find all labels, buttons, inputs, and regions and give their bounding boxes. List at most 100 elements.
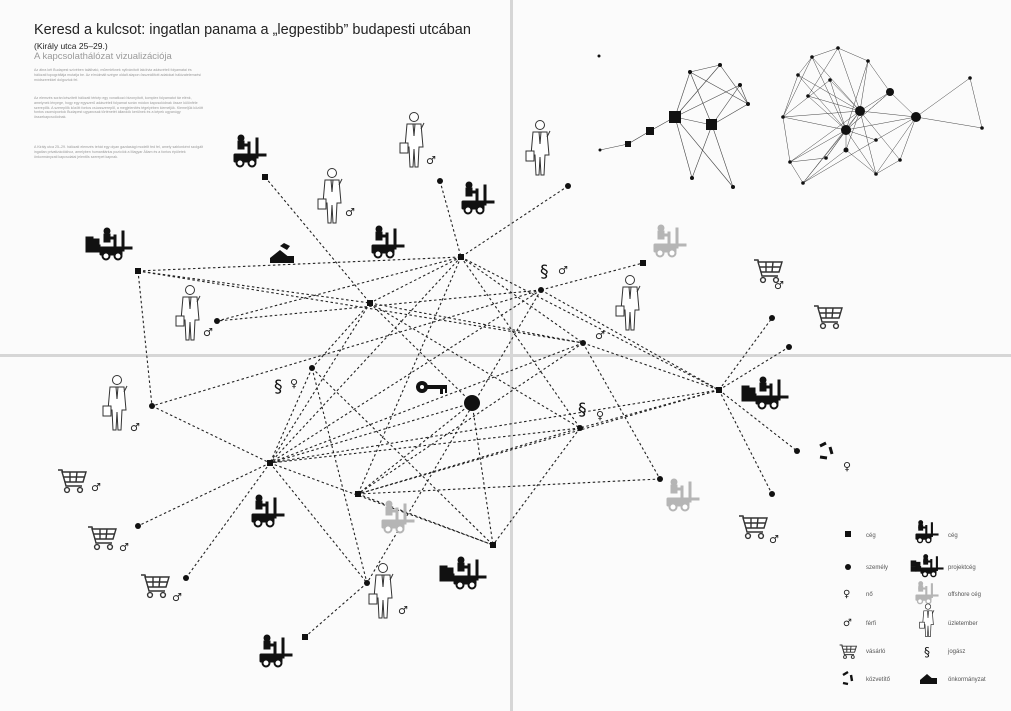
company-node	[135, 268, 141, 274]
legend-label: cég	[948, 533, 958, 539]
company-node	[490, 542, 496, 548]
mini-network-2-nodes	[781, 46, 984, 185]
legend-section-icon: §	[924, 645, 930, 659]
boxes-icon	[741, 385, 757, 402]
forklift-icon	[653, 224, 687, 258]
building-icon	[270, 243, 294, 263]
network-edges	[137, 176, 798, 638]
company-node	[302, 634, 308, 640]
mini-network-2	[782, 47, 983, 184]
legend-person-circle-icon	[845, 564, 851, 570]
forklift-icon	[99, 227, 133, 261]
person-node	[309, 365, 315, 371]
male-icon: ♂	[119, 541, 129, 554]
legend-label: projektcég	[948, 565, 976, 571]
person-node	[149, 403, 155, 409]
female-icon: ♀	[843, 460, 851, 473]
male-icon: ♂	[91, 481, 101, 494]
legend: cég cég személy projektcég ♀ nő offshore…	[839, 519, 986, 686]
legend-label: nő	[866, 592, 873, 598]
company-node	[458, 254, 464, 260]
legend-businessman-icon	[919, 603, 935, 637]
male-icon: ♂	[345, 206, 355, 219]
boxes-icon	[439, 565, 455, 582]
company-node	[267, 460, 273, 466]
section-icon: §	[578, 400, 587, 420]
person-node	[657, 476, 663, 482]
male-icon: ♂	[558, 264, 568, 277]
legend-recycle-icon	[842, 670, 854, 686]
person-node	[437, 178, 443, 184]
person-node	[538, 287, 544, 293]
male-icon: ♂	[774, 279, 784, 292]
company-node	[262, 174, 268, 180]
key-person-node	[464, 395, 480, 411]
forklift-icon	[381, 500, 415, 534]
legend-company-square-icon	[845, 531, 851, 537]
male-icon: ♂	[172, 591, 182, 604]
company-node	[367, 300, 373, 306]
forklift-icon	[755, 376, 789, 410]
legend-label: vásárló	[866, 649, 886, 655]
legend-building-icon	[920, 674, 937, 684]
person-node	[769, 315, 775, 321]
male-icon: ♂	[769, 533, 779, 546]
forklift-icons	[233, 134, 495, 668]
company-node	[355, 491, 361, 497]
legend-male-icon: ♂	[843, 618, 852, 629]
businessman-icon	[399, 112, 425, 168]
legend-forklift-icon	[915, 519, 939, 544]
shopping-cart-icon	[87, 526, 117, 551]
shopping-cart-icon	[57, 469, 87, 494]
female-icon: ♀	[290, 377, 298, 390]
cart-icons	[57, 259, 843, 599]
businessman-icons	[102, 112, 641, 619]
company-node	[640, 260, 646, 266]
businessman-icon	[368, 563, 394, 619]
legend-label: offshore cég	[948, 592, 981, 598]
poster-subheading: A kapcsolathálózat vizualizációja	[34, 51, 172, 62]
person-node	[183, 575, 189, 581]
gender-glyphs: ♂ ♂ ♂ ♂ ♂ ♂ ♀ ♀ ♂ ♂ ♂ ♂ ♂ ♀ ♂	[91, 154, 851, 617]
legend-shopping-cart-icon	[839, 644, 857, 659]
legend-label: önkormányzat	[948, 677, 986, 683]
forklift-icon	[371, 225, 405, 259]
boxes-icon	[85, 236, 101, 253]
person-node	[565, 183, 571, 189]
legend-label: jogász	[947, 649, 965, 655]
person-node	[364, 580, 370, 586]
person-node	[786, 344, 792, 350]
shopping-cart-icon	[813, 305, 843, 330]
businessman-icon	[525, 120, 551, 176]
key-icon	[416, 381, 447, 394]
shopping-cart-icon	[738, 515, 768, 540]
legend-label: férfi	[866, 621, 876, 627]
forklift-icon	[453, 556, 487, 590]
male-icon: ♂	[426, 154, 436, 167]
intro-paragraph-1: Az ábra két Budapest szívében található,…	[34, 68, 202, 82]
person-node	[580, 340, 586, 346]
businessman-icon	[102, 375, 128, 431]
legend-label: közvetítő	[866, 677, 891, 683]
mini-network-1	[599, 64, 749, 188]
recycle-icon	[819, 441, 834, 460]
section-icon: §	[540, 262, 549, 282]
legend-offshore-forklift-icon	[915, 580, 939, 605]
project-company-icons	[85, 227, 789, 590]
fold-line-horizontal	[0, 354, 1011, 357]
person-node	[769, 491, 775, 497]
forklift-icon	[666, 478, 700, 512]
intro-paragraph-2: Az elemzés során készített hálózati térk…	[34, 96, 203, 120]
male-icon: ♂	[398, 604, 408, 617]
male-icon: ♂	[203, 326, 213, 339]
poster-title: Keresd a kulcsot: ingatlan panama a „leg…	[34, 22, 471, 38]
forklift-icon	[233, 134, 267, 168]
female-icon: ♀	[596, 409, 604, 422]
section-icon: §	[274, 377, 283, 397]
businessman-icon	[615, 275, 641, 331]
legend-female-icon: ♀	[843, 589, 850, 600]
intro-paragraph-3: A Király utca 25–29. hálózati elemzés te…	[34, 145, 204, 159]
mini-network-1-nodes	[597, 54, 750, 189]
